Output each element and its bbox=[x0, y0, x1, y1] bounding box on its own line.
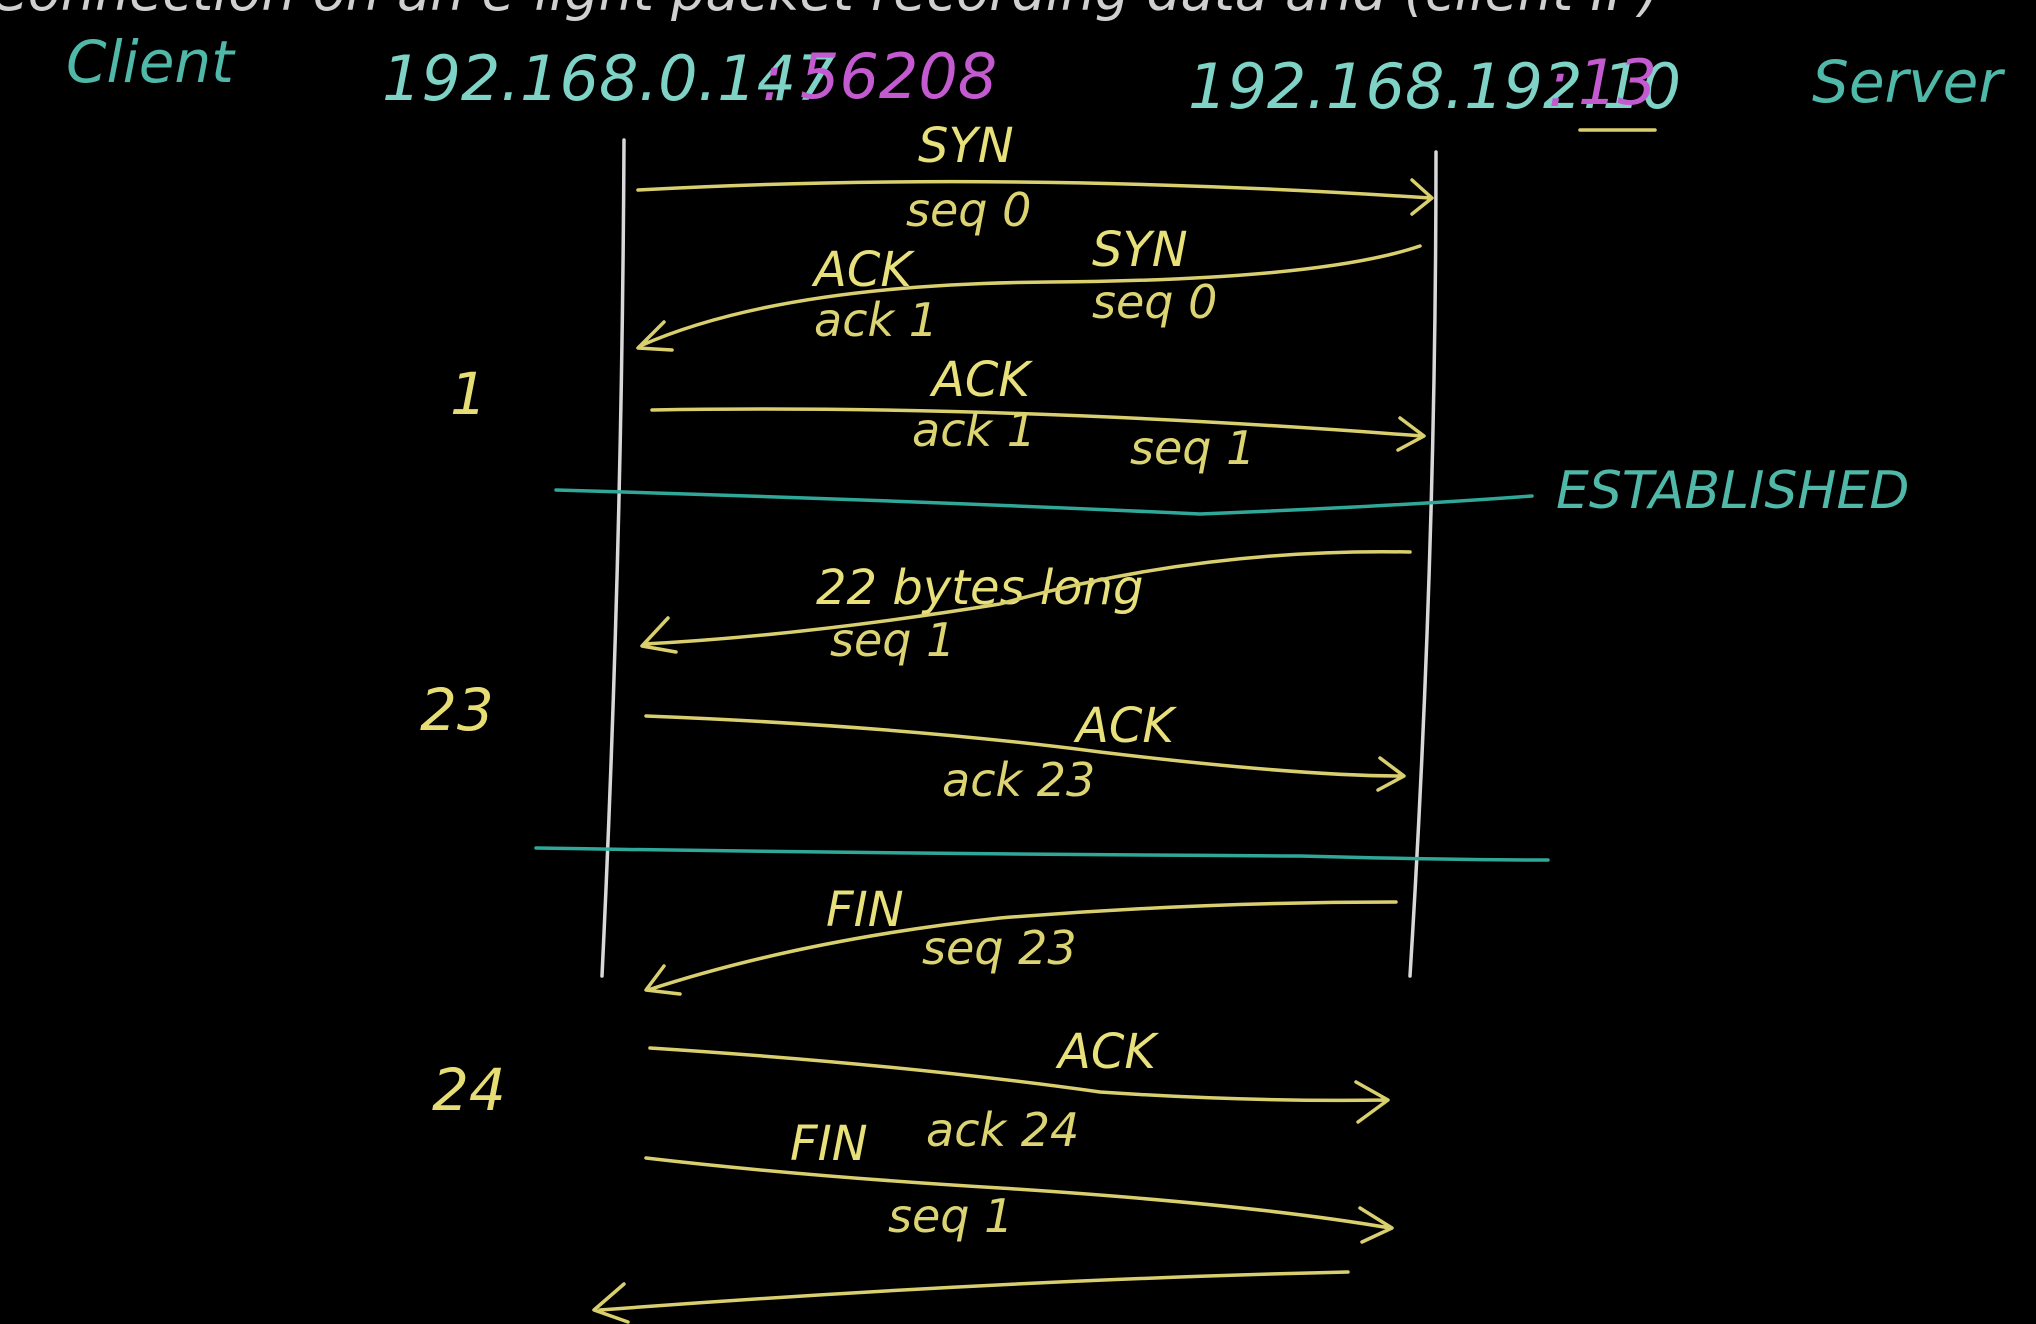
data-detail: seq 1 bbox=[830, 613, 955, 667]
client-lifeline bbox=[600, 138, 626, 978]
client-port: 56208 bbox=[800, 40, 997, 113]
side-number-1: 1 bbox=[450, 360, 487, 428]
ack1-label: ACK bbox=[929, 352, 1033, 408]
teardown-separator bbox=[534, 846, 1550, 862]
top-caption-clipped: Connection on an e-light packet recordin… bbox=[0, 0, 1660, 23]
established-label: ESTABLISHED bbox=[1556, 461, 1909, 521]
fin2-detail: seq 1 bbox=[888, 1189, 1013, 1243]
ack24-label: ACK bbox=[1055, 1024, 1159, 1080]
server-port: 13 bbox=[1578, 46, 1657, 119]
syn1-arrow bbox=[636, 178, 1434, 216]
client-ip: 192.168.0.147 bbox=[382, 42, 836, 115]
side-number-24: 24 bbox=[432, 1056, 506, 1124]
ack23-arrow bbox=[644, 714, 1406, 792]
ack24-detail: ack 24 bbox=[926, 1103, 1079, 1157]
fin1-detail: seq 23 bbox=[922, 921, 1077, 975]
syn1-label: SYN bbox=[918, 118, 1014, 174]
ack24-arrow bbox=[648, 1046, 1390, 1124]
server-ip: 192.168.192.10 bbox=[1188, 50, 1681, 123]
ack1-arrow bbox=[650, 407, 1426, 452]
synack-syn-detail: seq 0 bbox=[1092, 275, 1217, 329]
synack-ack-detail: ack 1 bbox=[814, 293, 938, 347]
data-arrow bbox=[640, 550, 1412, 654]
synack-syn-label: SYN bbox=[1092, 222, 1188, 278]
ack23-detail: ack 23 bbox=[942, 753, 1095, 807]
fin1-label: FIN bbox=[826, 882, 904, 938]
client-port-colon: : bbox=[762, 42, 783, 115]
client-label: Client bbox=[66, 28, 236, 96]
fin2-arrow bbox=[644, 1156, 1394, 1244]
server-port-colon: : bbox=[1548, 48, 1569, 121]
fin1-arrow bbox=[644, 900, 1398, 996]
side-number-23: 23 bbox=[420, 676, 494, 744]
ack1-detail-seq: seq 1 bbox=[1130, 421, 1255, 475]
server-label: Server bbox=[1812, 48, 2005, 116]
fin2-label: FIN bbox=[790, 1116, 868, 1172]
established-separator bbox=[554, 488, 1534, 516]
final-ack-arrow bbox=[592, 1270, 1350, 1324]
ack23-label: ACK bbox=[1073, 698, 1177, 754]
server-lifeline bbox=[1408, 150, 1438, 978]
synack-arrow bbox=[636, 244, 1422, 352]
ack1-detail-ack: ack 1 bbox=[912, 403, 1036, 457]
syn1-detail: seq 0 bbox=[906, 183, 1031, 237]
